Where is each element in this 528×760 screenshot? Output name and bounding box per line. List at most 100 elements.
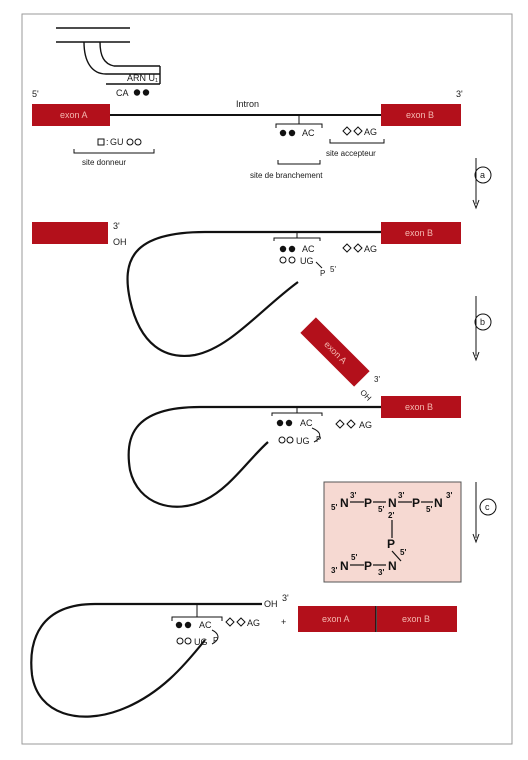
open-circle-icon	[126, 138, 134, 146]
open-circle-icon	[279, 256, 287, 264]
filled-circle-icon	[288, 129, 296, 137]
panel-1: ARN U₁ CA 5' 3' Intron exon A exon B AC …	[32, 27, 492, 210]
ag-label: AG	[247, 618, 260, 628]
intron-label: Intron	[236, 99, 259, 109]
formula-sup: 3'	[331, 566, 337, 575]
open-diamond-icon	[342, 126, 352, 136]
five-prime-label: 5'	[32, 89, 39, 99]
formula-n: N	[340, 496, 349, 510]
panel-4: OH 3' AC AG UG P + exon A exon B	[30, 593, 457, 718]
open-diamond-icon	[353, 126, 363, 136]
oh-label: OH	[264, 599, 278, 609]
ag-label: AG	[364, 127, 377, 137]
formula-p: P	[412, 496, 420, 510]
oh-label: OH	[358, 388, 373, 403]
formula-n: N	[388, 559, 397, 573]
formula-sup: 5'	[400, 548, 406, 557]
plus-sign: +	[281, 617, 286, 627]
gu-label: GU	[110, 137, 124, 147]
ug-label: UG	[300, 256, 314, 266]
exon-a	[298, 606, 376, 632]
svg-text::: :	[106, 137, 109, 147]
lariat-intron	[126, 230, 381, 357]
arn-u1-label: ARN U₁	[127, 73, 158, 83]
filled-circle-icon	[288, 245, 296, 253]
p-label: P	[320, 269, 325, 278]
step-b-label: b	[480, 317, 485, 327]
ag-label: AG	[364, 244, 377, 254]
filled-circle-icon	[142, 89, 150, 96]
formula-sup: 3'	[398, 491, 404, 500]
step-a-badge	[474, 166, 492, 184]
filled-circle-icon	[184, 621, 192, 629]
p-label: P	[213, 636, 218, 645]
three-prime-label: 3'	[282, 593, 289, 603]
p-label: P	[316, 435, 321, 444]
ac-label: AC	[199, 620, 212, 630]
oh-label: OH	[113, 237, 127, 247]
exon-b	[377, 606, 457, 632]
exon-a-label: exon A	[322, 614, 350, 624]
figure-frame	[21, 13, 513, 745]
step-c-badge	[479, 498, 497, 516]
formula-sup: 2'	[388, 511, 394, 520]
filled-circle-icon	[279, 129, 287, 137]
step-b-badge	[474, 313, 492, 331]
formula-sup: 5'	[426, 505, 432, 514]
filled-circle-icon	[276, 419, 284, 427]
three-prime-label: 3'	[113, 221, 120, 231]
formula-n: N	[434, 496, 443, 510]
exon-b	[381, 222, 461, 244]
ug-label: UG	[194, 637, 208, 647]
formula-n: N	[388, 496, 397, 510]
site-donneur-label: site donneur	[82, 158, 126, 167]
formula-p: P	[364, 496, 372, 510]
formula-sup: 3'	[446, 491, 452, 500]
exon-a-rotated: exon A	[300, 317, 370, 387]
formula-sup: 5'	[378, 505, 384, 514]
formula-sup: 5'	[331, 503, 337, 512]
ac-label: AC	[302, 244, 315, 254]
formula-sup: 3'	[378, 568, 384, 577]
exon-a	[32, 222, 108, 244]
open-circle-icon	[278, 436, 286, 444]
arn-u1: ARN U₁ CA	[56, 27, 161, 98]
lariat-intron	[127, 405, 381, 508]
exon-b-label: exon B	[402, 614, 430, 624]
open-square-icon	[97, 138, 105, 146]
five-prime-label: 5'	[330, 265, 336, 274]
three-prime-label: 3'	[456, 89, 463, 99]
open-circle-icon	[176, 637, 184, 645]
exon-a	[32, 104, 110, 126]
exon-b-label: exon B	[405, 228, 433, 238]
ac-label: AC	[300, 418, 313, 428]
three-prime-label: 3'	[374, 375, 380, 384]
ca-label: CA	[116, 88, 129, 98]
open-circle-icon	[288, 256, 296, 264]
exon-b	[381, 104, 461, 126]
exon-a-label: exon A	[60, 110, 88, 120]
site-accepteur-label: site accepteur	[326, 149, 376, 158]
site-branchement-label: site de branchement	[250, 171, 323, 180]
panel-2: 3' OH exon B AC AG UG P 5' b	[32, 221, 492, 362]
ac-label: AC	[302, 128, 315, 138]
panel-3: exon A 3' OH exon B AC AG UG P c	[127, 317, 497, 544]
formula-sup: 5'	[351, 553, 357, 562]
filled-circle-icon	[175, 621, 183, 629]
exon-b	[381, 396, 461, 418]
exon-b-label: exon B	[405, 402, 433, 412]
open-circle-icon	[286, 436, 294, 444]
filled-circle-icon	[285, 419, 293, 427]
ag-label: AG	[359, 420, 372, 430]
formula-p: P	[387, 537, 395, 551]
step-a-label: a	[480, 170, 485, 180]
open-circle-icon	[134, 138, 142, 146]
lariat-intron	[30, 602, 262, 718]
formula-sup: 3'	[350, 491, 356, 500]
exon-b-label: exon B	[406, 110, 434, 120]
filled-circle-icon	[133, 89, 141, 96]
branch-formula-box: 5' N 3' P 5' N 3' 2' P 5' N 3' P 5' 3' N…	[323, 481, 462, 583]
formula-p: P	[364, 559, 372, 573]
filled-circle-icon	[279, 245, 287, 253]
